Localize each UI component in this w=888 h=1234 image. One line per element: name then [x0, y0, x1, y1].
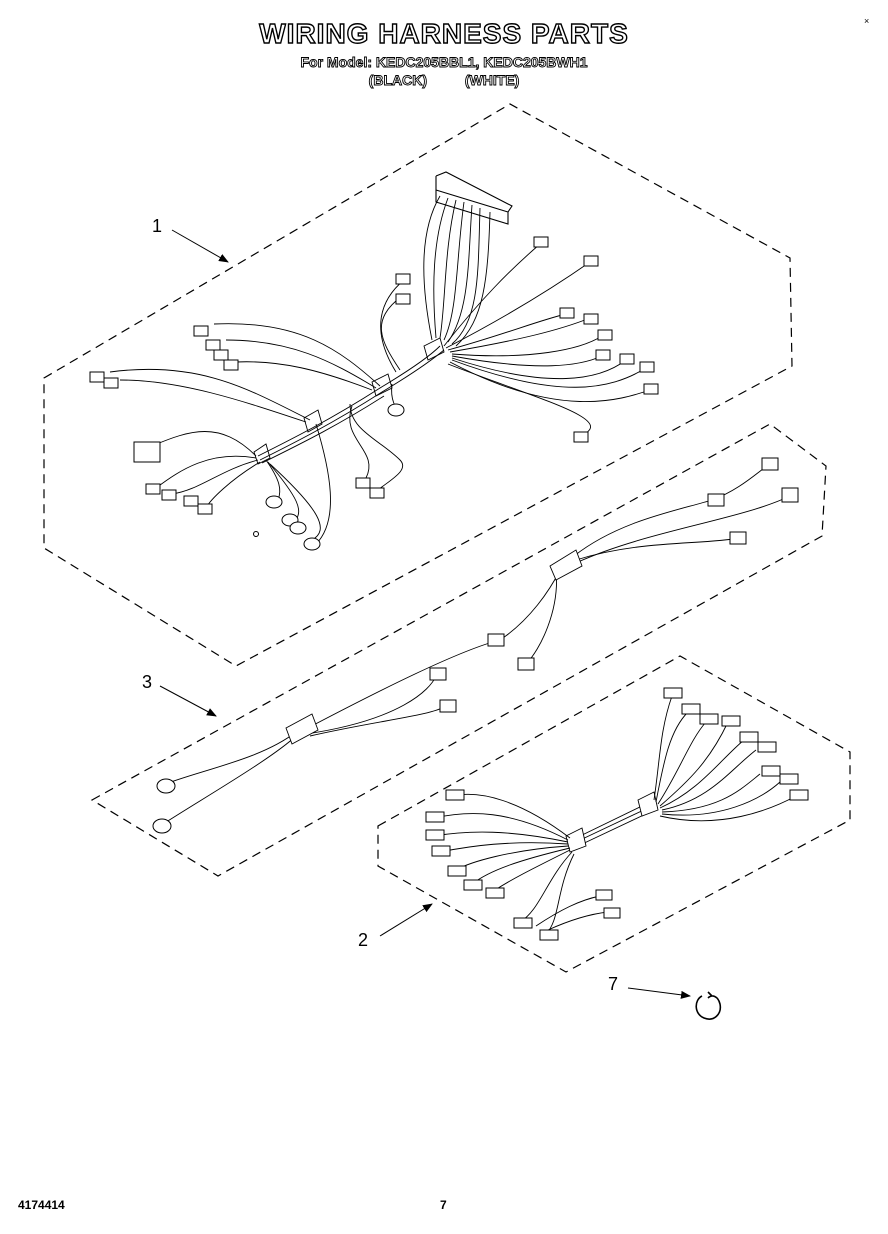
callout-7: 7: [608, 974, 618, 994]
enclosure-part-2: [377, 655, 851, 973]
corner-mark: ×: [864, 16, 870, 26]
terminal: [583, 313, 599, 325]
ring-terminal: [265, 495, 283, 509]
terminal: [355, 477, 371, 489]
terminal: [193, 325, 209, 337]
terminal: [487, 633, 505, 647]
terminal: [757, 741, 777, 753]
terminal: [761, 457, 779, 471]
clip-part-7: [695, 991, 722, 1020]
document-number: 4174414: [18, 1198, 65, 1212]
terminal: [205, 339, 221, 351]
ring-terminal: [303, 537, 321, 551]
terminal: [739, 731, 759, 743]
terminal: [513, 917, 533, 929]
callout-3: 3: [142, 672, 152, 692]
model-colors: (BLACK) (WHITE): [0, 72, 888, 89]
leader-2: [379, 903, 433, 937]
terminal: [463, 879, 483, 891]
terminal: [729, 531, 747, 545]
grommet: [253, 531, 259, 537]
terminal: [145, 483, 161, 495]
sleeve: [549, 549, 583, 581]
terminal: [103, 377, 119, 389]
terminal: [559, 307, 575, 319]
terminal: [445, 789, 465, 801]
terminal: [781, 487, 799, 503]
leader-3: [159, 685, 217, 717]
terminal: [699, 713, 719, 725]
connector-block: [435, 171, 513, 225]
terminal: [619, 353, 635, 365]
terminal: [779, 773, 799, 785]
terminal: [485, 887, 505, 899]
terminal: [789, 789, 809, 801]
terminal: [395, 273, 411, 285]
terminal: [447, 865, 467, 877]
callout-2: 2: [358, 930, 368, 950]
terminal: [597, 329, 613, 341]
terminal: [721, 715, 741, 727]
terminal: [133, 441, 161, 463]
terminal: [223, 359, 239, 371]
leader-7: [627, 987, 691, 999]
leader-1: [171, 229, 229, 263]
terminal: [595, 349, 611, 361]
terminal: [639, 361, 655, 373]
sleeve: [303, 409, 323, 433]
terminal: [573, 431, 589, 443]
terminal: [425, 829, 445, 841]
terminal: [603, 907, 621, 919]
terminal: [533, 236, 549, 248]
enclosure-part-1: [43, 103, 793, 667]
terminal: [761, 765, 781, 777]
model-line: For Model: KEDC205BBL1, KEDC205BWH1: [300, 54, 588, 71]
terminal: [213, 349, 229, 361]
terminal: [707, 493, 725, 507]
ring-terminal: [387, 403, 405, 417]
harness-part-1: [109, 171, 651, 545]
ring-terminal: [156, 778, 176, 794]
page-title: WIRING HARNESS PARTS: [259, 17, 629, 49]
terminal: [431, 845, 451, 857]
terminal: [429, 667, 447, 681]
harness-part-3: [159, 463, 791, 827]
terminal: [183, 495, 199, 507]
terminal: [369, 487, 385, 499]
page-number: 7: [440, 1198, 447, 1212]
terminal: [539, 929, 559, 941]
callout-1: 1: [152, 216, 162, 236]
ring-terminal: [152, 818, 172, 834]
terminal: [161, 489, 177, 501]
sleeve: [285, 713, 319, 745]
terminal: [643, 383, 659, 395]
terminal: [517, 657, 535, 671]
terminal: [681, 703, 701, 715]
color-black-label: (BLACK): [368, 72, 427, 89]
harness-part-2: [433, 695, 797, 935]
terminal: [439, 699, 457, 713]
terminal: [425, 811, 445, 823]
color-white-label: (WHITE): [464, 72, 520, 89]
terminal: [89, 371, 105, 383]
terminal: [663, 687, 683, 699]
terminal: [395, 293, 411, 305]
sleeve: [565, 827, 587, 853]
sleeve: [371, 373, 393, 397]
terminal: [583, 255, 599, 267]
terminal: [197, 503, 213, 515]
ring-terminal: [289, 521, 307, 535]
sleeve: [637, 791, 659, 817]
terminal: [595, 889, 613, 901]
enclosure-part-3: [90, 423, 827, 877]
